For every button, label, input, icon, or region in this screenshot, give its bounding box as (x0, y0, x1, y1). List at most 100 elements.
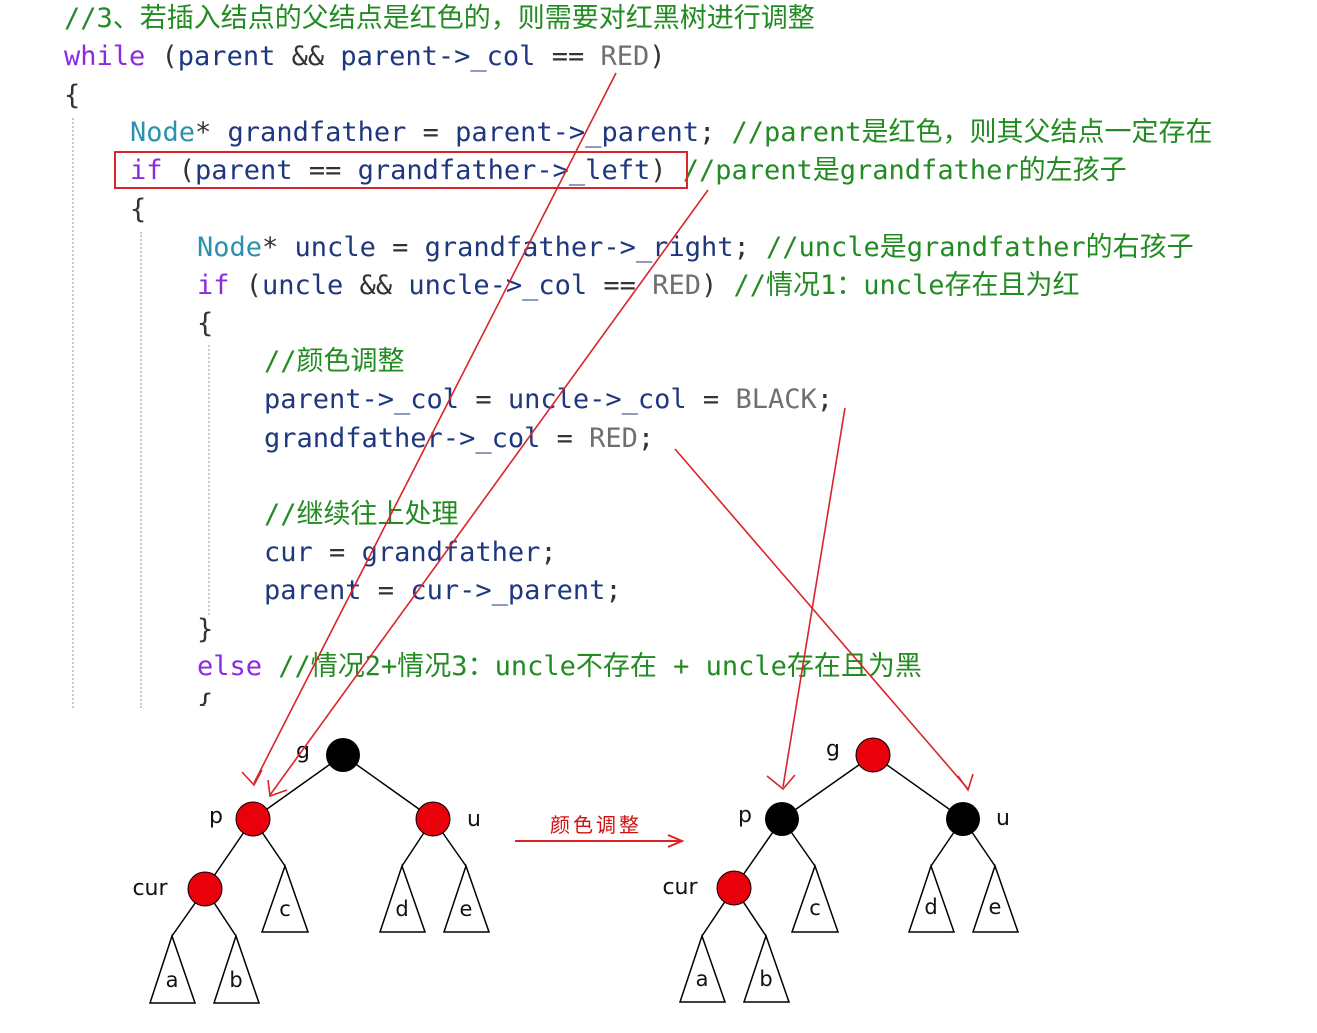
node-g-after (855, 737, 891, 773)
code-line-16: } (197, 611, 213, 649)
keyword-while: while (64, 41, 146, 72)
annotation-arrow-while-to-p (253, 72, 617, 784)
subtree-b (742, 933, 791, 1003)
semicolon: ; (637, 423, 655, 454)
subtree-b (212, 933, 261, 1004)
subtree-a (148, 933, 197, 1004)
open-paren: ( (145, 41, 178, 72)
annotation-arrow-if-to-p (269, 189, 709, 796)
pointer-star: * (262, 232, 295, 263)
annotation-arrow-black-to-p (782, 407, 846, 788)
comment-continue-up: //继续往上处理 (264, 499, 459, 530)
semicolon: ; (733, 232, 750, 263)
identifier-parent: parent (195, 155, 293, 186)
operator-assign: = (459, 384, 508, 415)
leaf-label-c: c (809, 896, 821, 920)
operator-assign: = (540, 423, 590, 454)
operator-assign: = (686, 384, 736, 415)
identifier-uncle-col: uncle->_col (507, 384, 687, 415)
identifier-cur-parent: cur->_parent (410, 575, 606, 606)
identifier-uncle: uncle (262, 270, 344, 301)
code-line-6: { (130, 191, 146, 229)
leaf-label-b: b (229, 968, 242, 992)
operator-assign: = (312, 537, 362, 568)
comment-left-child: //parent是grandfather的左孩子 (666, 155, 1127, 186)
color-adjust-label: 颜色调整 (550, 813, 642, 837)
indent-guide (208, 345, 210, 615)
leaf-label-e: e (989, 895, 1002, 919)
indent-guide (140, 232, 142, 708)
node-u-before (415, 801, 451, 837)
operator-eq: == (292, 155, 358, 186)
operator-eq: == (535, 41, 601, 72)
brace-open-partial: { (197, 689, 214, 706)
comment-color-adjust: //颜色调整 (264, 346, 405, 377)
highlight-box-if-condition (114, 151, 688, 189)
code-line-11: parent->_col = uncle->_col = BLACK; (264, 381, 833, 419)
subtree-d (378, 863, 427, 933)
comment-step3: //3、若插入结点的父结点是红色的，则需要对红黑树进行调整 (64, 3, 815, 34)
code-block: //3、若插入结点的父结点是红色的，则需要对红黑树进行调整 while (par… (64, 0, 1213, 708)
keyword-if: if (197, 270, 230, 301)
edge-g-p (781, 754, 874, 820)
label-p-before: p (209, 804, 223, 829)
label-g-after: g (826, 737, 840, 762)
identifier-uncle-col: uncle->_col (408, 270, 588, 301)
pointer-star: * (195, 117, 228, 148)
label-u-after: u (996, 806, 1010, 831)
code-line-3: { (64, 77, 80, 115)
identifier-gf-col: grandfather->_col (264, 423, 541, 454)
comment-case1: //情况1：uncle存在且为红 (717, 270, 1080, 301)
edge-g-u (342, 754, 434, 820)
operator-assign: = (361, 575, 411, 606)
constant-red: RED (589, 423, 638, 454)
indent-guide (72, 118, 74, 708)
leaf-label-b: b (759, 967, 772, 991)
code-line-18: { (197, 686, 213, 706)
subtree-e (971, 863, 1020, 933)
operator-and: && (343, 270, 409, 301)
leaf-label-d: d (924, 895, 937, 919)
keyword-else: else (197, 651, 263, 682)
label-cur-after: cur (662, 875, 698, 900)
identifier-cur: cur (264, 537, 313, 568)
comment-uncle-right: //uncle是grandfather的右孩子 (749, 232, 1194, 263)
comment-parent-red: //parent是红色，则其父结点一定存在 (715, 117, 1213, 148)
brace-close: } (197, 614, 214, 645)
annotation-arrowhead (766, 774, 796, 791)
node-p-after (765, 802, 799, 836)
code-line-5: if (parent == grandfather->_left) //pare… (130, 152, 1127, 190)
annotation-arrowhead (241, 769, 263, 787)
code-line-14: cur = grandfather; (264, 534, 557, 572)
code-line-7: Node* uncle = grandfather->_right; //unc… (197, 229, 1194, 267)
semicolon: ; (605, 575, 622, 606)
annotation-arrowhead (267, 779, 288, 798)
identifier-gf-left: grandfather->_left (357, 155, 651, 186)
identifier-grandfather: grandfather (227, 117, 407, 148)
code-line-1: //3、若插入结点的父结点是红色的，则需要对红黑树进行调整 (64, 0, 815, 38)
edge-g-p (252, 754, 344, 820)
identifier-parent-col: parent->_col (264, 384, 460, 415)
annotation-arrowhead (957, 773, 974, 792)
label-cur-before: cur (132, 876, 168, 901)
code-line-2: while (parent && parent->_col == RED) (64, 38, 666, 76)
label-u-before: u (467, 807, 481, 832)
brace-open: { (64, 80, 81, 111)
constant-red: RED (652, 270, 701, 301)
keyword-if: if (130, 155, 163, 186)
close-paren: ) (649, 41, 666, 72)
leaf-label-a: a (696, 967, 709, 991)
brace-open: { (130, 194, 147, 225)
node-p-before (235, 801, 271, 837)
semicolon: ; (540, 537, 557, 568)
subtree-c (260, 863, 310, 933)
constant-black: BLACK (735, 384, 817, 415)
semicolon: ; (816, 384, 833, 415)
close-paren: ) (650, 155, 667, 186)
edge-g-u (872, 754, 964, 820)
code-line-4: Node* grandfather = parent->_parent; //p… (130, 114, 1213, 152)
leaf-label-a: a (166, 968, 179, 992)
subtree-e (442, 863, 491, 933)
tree-before: c d e a b g p u cur (132, 738, 491, 1004)
